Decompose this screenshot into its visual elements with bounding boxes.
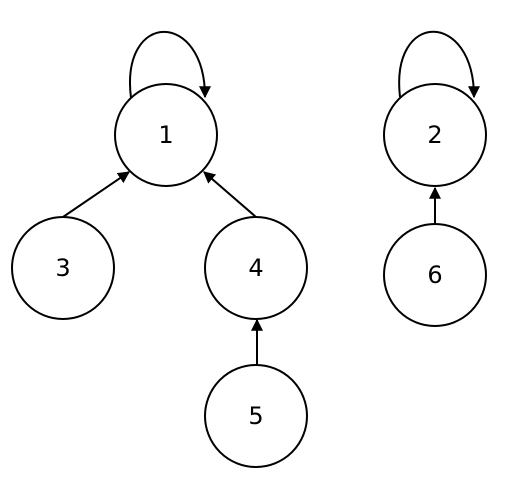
node-4: 4 [204, 216, 308, 320]
node-2: 2 [383, 83, 487, 187]
node-1-circle [114, 83, 218, 187]
edge-2-to-2-self-loop [398, 30, 480, 99]
node-4-circle [204, 216, 308, 320]
edge-1-to-1-self-loop [129, 31, 211, 99]
node-5: 5 [204, 364, 308, 468]
node-6: 6 [383, 223, 487, 327]
edges-layer [62, 30, 480, 365]
node-3: 3 [11, 216, 115, 320]
node-2-label: 2 [427, 121, 442, 149]
node-3-label: 3 [55, 254, 70, 282]
edge-3-to-1 [62, 171, 130, 218]
node-1: 1 [114, 83, 218, 187]
nodes-layer: 1 2 3 4 5 6 [11, 83, 487, 468]
edge-4-to-1 [203, 171, 257, 218]
node-6-label: 6 [427, 261, 442, 289]
node-1-label: 1 [158, 121, 173, 149]
node-3-circle [11, 216, 115, 320]
node-4-label: 4 [248, 254, 263, 282]
node-6-circle [383, 223, 487, 327]
node-2-circle [383, 83, 487, 187]
node-5-label: 5 [248, 402, 263, 430]
node-5-circle [204, 364, 308, 468]
